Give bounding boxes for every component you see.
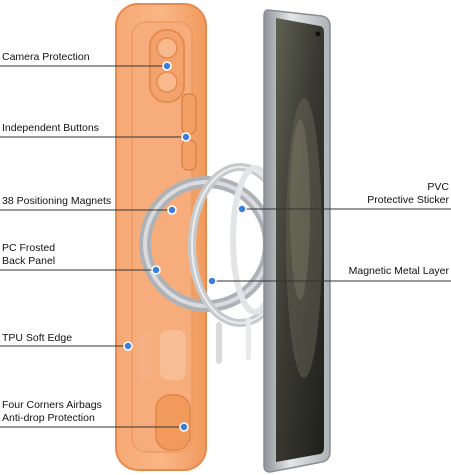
label-camera-protection: Camera Protection	[2, 51, 90, 63]
label-magnetic-metal-layer: Magnetic Metal Layer	[348, 265, 449, 277]
dot-pvc	[237, 204, 247, 214]
dot-magnets	[167, 205, 177, 215]
dot-camera	[162, 61, 172, 71]
dot-pc	[151, 265, 161, 275]
dot-corners	[179, 422, 189, 432]
leader-lines	[0, 65, 451, 428]
dot-tpu	[123, 341, 133, 351]
label-pvc-sticker: PVC Protective Sticker	[367, 181, 449, 206]
phone	[263, 9, 331, 473]
label-four-corners: Four Corners Airbags Anti-drop Protectio…	[2, 399, 102, 424]
dot-buttons	[181, 132, 191, 142]
callout-dots	[123, 61, 247, 432]
label-pc-frosted: PC Frosted Back Panel	[2, 242, 56, 267]
label-independent-buttons: Independent Buttons	[2, 122, 99, 134]
label-tpu-soft-edge: TPU Soft Edge	[2, 332, 73, 344]
dot-metal	[207, 276, 217, 286]
label-positioning-magnets: 38 Positioning Magnets	[2, 195, 112, 207]
